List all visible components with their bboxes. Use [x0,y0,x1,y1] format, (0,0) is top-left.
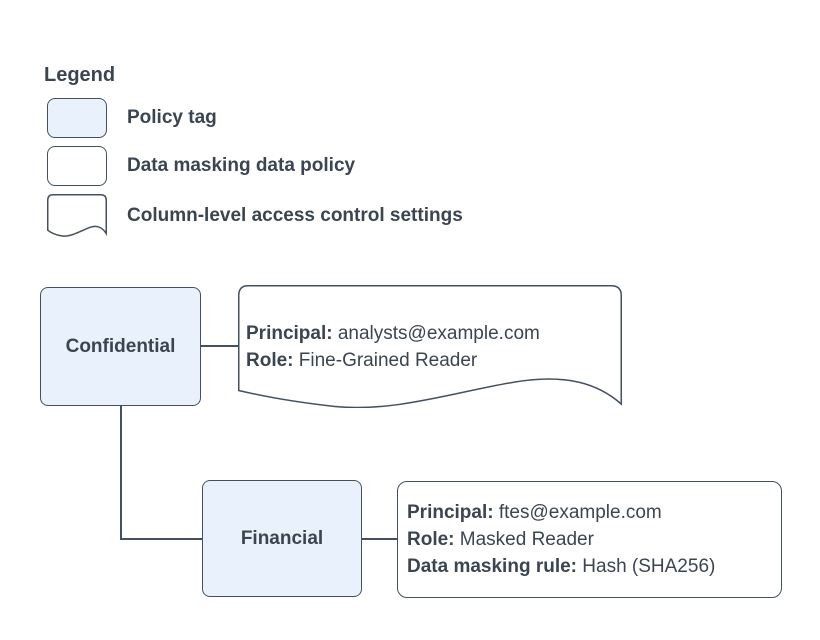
principal-line: Principal: ftes@example.com [407,499,781,526]
policy-tag-confidential: Confidential [40,287,201,406]
settings-text: Principal: analysts@example.com Role: Fi… [238,285,622,408]
legend-item-label: Column-level access control settings [127,204,463,226]
principal-line: Principal: analysts@example.com [246,320,622,347]
policy-tag-label: Financial [240,527,324,549]
document-shape [238,285,622,408]
data-policy-swatch [47,146,107,186]
legend-item-label: Data masking data policy [127,155,356,176]
data-masking-policy-node: Principal: ftes@example.com Role: Masked… [397,481,782,598]
masking-rule-line: Data masking rule: Hash (SHA256) [407,553,781,580]
legend-title: Legend [44,64,116,86]
field-label: Principal: [246,322,333,344]
legend-item-column-access: Column-level access control settings [47,194,463,237]
role-line: Role: Masked Reader [407,526,781,553]
field-value: Fine-Grained Reader [293,349,478,371]
connector-financial-to-policy [362,538,397,540]
legend-item-policy-tag: Policy tag [47,98,217,138]
field-label: Role: [246,349,294,371]
field-value: Hash (SHA256) [577,556,716,577]
document-shape-icon [47,194,107,237]
connector-confidential-down [120,405,122,539]
column-access-settings-node: Principal: analysts@example.com Role: Fi… [238,285,622,408]
field-value: Masked Reader [454,529,594,550]
legend-item-label: Policy tag [127,107,217,128]
field-value: analysts@example.com [332,322,540,344]
field-label: Principal: [407,502,494,523]
policy-tag-financial: Financial [202,480,362,597]
legend-item-data-masking-policy: Data masking data policy [47,146,355,186]
role-line: Role: Fine-Grained Reader [246,347,622,374]
field-label: Role: [407,529,455,550]
policy-tag-label: Confidential [65,335,176,357]
field-label: Data masking rule: [407,556,577,577]
policy-tag-swatch [47,98,107,138]
connector-confidential-to-financial [120,538,202,540]
connector-confidential-to-settings [200,345,238,347]
field-value: ftes@example.com [493,502,662,523]
